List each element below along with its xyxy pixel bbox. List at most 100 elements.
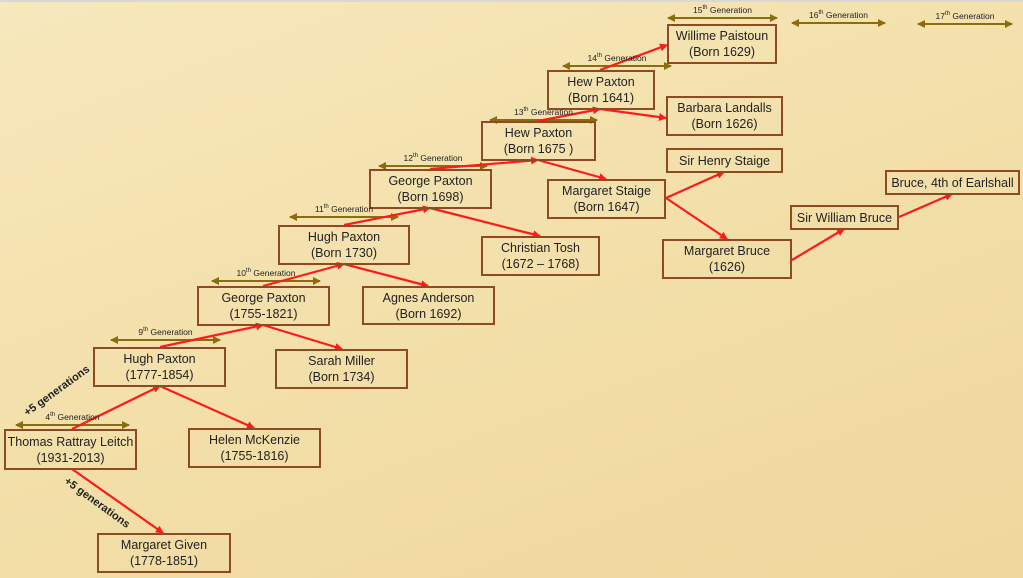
person-box-mstaige: Margaret Staige (Born 1647) (547, 179, 666, 219)
person-box-tosh: Christian Tosh (1672 – 1768) (481, 236, 600, 276)
person-box-hew1675: Hew Paxton (Born 1675 ) (481, 121, 596, 161)
person-name: Hugh Paxton (123, 352, 196, 366)
generation-number: 12 (403, 153, 414, 163)
person-dates: (Born 1641) (567, 91, 634, 105)
person-dates: (1755-1816) (220, 449, 289, 463)
person-dates: (Born 1692) (395, 306, 462, 321)
generation-word: Generation (952, 11, 995, 21)
lineage-link (262, 323, 343, 351)
generation-suffix: th (413, 153, 419, 160)
person-box-william: Sir William Bruce (790, 205, 899, 230)
person-name: George Paxton (388, 174, 473, 188)
lineage-link (537, 106, 601, 123)
person-box-mbruce: Margaret Bruce (1626) (662, 239, 792, 279)
generation-suffix: th (50, 412, 56, 419)
lineage-link (898, 192, 953, 219)
person-dates: (Born 1626) (691, 117, 758, 131)
person-box-hugh1730: Hugh Paxton(Born 1730) (278, 225, 410, 265)
person-name: Willime Paistoun (675, 29, 769, 43)
generation-word: Generation (530, 107, 573, 117)
generation-word: Generation (825, 10, 868, 20)
person-dates: (1931-2013) (36, 450, 105, 465)
generation-suffix: th (323, 204, 329, 211)
lineage-link (159, 322, 264, 349)
person-name: Margaret Staige (562, 184, 651, 198)
generation-word: Generation (253, 268, 296, 278)
person-name: George Paxton (221, 291, 306, 305)
person-name: Hew Paxton (567, 75, 635, 89)
generation-number: 17 (935, 11, 946, 21)
generation-label: 12th Generation (404, 153, 463, 163)
person-name: Margaret Bruce (683, 244, 771, 258)
person-dates: (1755-1821) (229, 307, 298, 321)
person-name: Sarah Miller (308, 354, 375, 368)
person-box-hew1641: Hew Paxton (Born 1641) (547, 70, 655, 110)
person-box-hugh1777: Hugh Paxton (1777-1854) (93, 347, 226, 387)
person-dates: (Born 1734) (308, 370, 375, 384)
lineage-link (599, 43, 668, 72)
generation-number: 10 (236, 268, 247, 278)
person-name: Helen McKenzie (208, 433, 300, 447)
lineage-link (71, 468, 164, 534)
generation-label: 10th Generation (237, 268, 296, 278)
generation-number: 14 (587, 53, 598, 63)
generation-label: 11th Generation (315, 204, 373, 214)
lineage-link (665, 197, 728, 240)
generation-number: 16 (809, 10, 819, 20)
lineage-link (343, 205, 431, 227)
person-dates: (1626) (708, 260, 746, 274)
lineage-link (159, 384, 255, 430)
generation-label: 13th Generation (514, 107, 573, 117)
generation-suffix: th (143, 327, 149, 334)
person-dates: (1777-1854) (125, 368, 194, 382)
lineage-link (429, 206, 541, 239)
generation-label: 14th Generation (588, 53, 647, 63)
person-name: Barbara Landalls (677, 101, 772, 115)
generation-number: 9 (138, 327, 144, 337)
generation-label: 16th Generation (809, 10, 868, 20)
lineage-link (791, 228, 845, 261)
person-name: Margaret Given (120, 538, 208, 552)
person-name: Agnes Anderson (382, 290, 475, 305)
person-name: Hew Paxton (504, 126, 573, 140)
generation-word: Generation (150, 327, 193, 337)
generation-suffix: th (945, 11, 951, 18)
person-box-helen: Helen McKenzie (1755-1816) (188, 428, 321, 468)
person-box-thomas: Thomas Rattray Leitch(1931-2013) (4, 429, 137, 470)
person-box-george1755: George Paxton (1755-1821) (197, 286, 330, 326)
person-dates: (Born 1629) (688, 45, 755, 59)
generation-suffix: th (246, 268, 252, 275)
generation-suffix: th (523, 107, 529, 114)
lineage-link (262, 261, 345, 288)
generation-word: Generation (709, 5, 752, 15)
lineage-link (665, 170, 725, 200)
lineage-link (343, 262, 429, 289)
person-dates: (1672 – 1768) (501, 257, 580, 271)
generation-word: Generation (420, 153, 463, 163)
person-dates: (Born 1647) (573, 200, 640, 214)
person-name: Thomas Rattray Leitch (7, 434, 134, 449)
person-box-willime: Willime Paistoun (Born 1629) (667, 24, 777, 64)
person-name: Bruce, 4th of Earlshall (891, 175, 1014, 190)
generation-label: 9th Generation (138, 327, 192, 337)
generation-word: Generation (331, 204, 374, 214)
person-box-henry: Sir Henry Staige (666, 148, 783, 173)
person-name: Sir William Bruce (796, 210, 893, 225)
person-dates: (Born 1675 ) (503, 142, 574, 156)
person-dates: (Born 1730) (310, 246, 377, 260)
generation-number: 4 (45, 412, 51, 422)
lineage-link (599, 107, 667, 122)
generation-word: Generation (604, 53, 647, 63)
lineage-link (537, 158, 607, 181)
generation-word: Generation (57, 412, 100, 422)
lineage-link (71, 385, 161, 430)
lineage-link (429, 156, 539, 171)
person-box-barbara: Barbara Landalls (Born 1626) (666, 96, 783, 136)
generation-suffix: th (597, 53, 603, 60)
person-dates: (1778-1851) (129, 554, 199, 568)
person-name: Christian Tosh (501, 241, 580, 255)
generation-label: 17th Generation (936, 11, 995, 21)
generation-number: 13 (514, 107, 524, 117)
generation-label: 15th Generation (693, 5, 752, 15)
